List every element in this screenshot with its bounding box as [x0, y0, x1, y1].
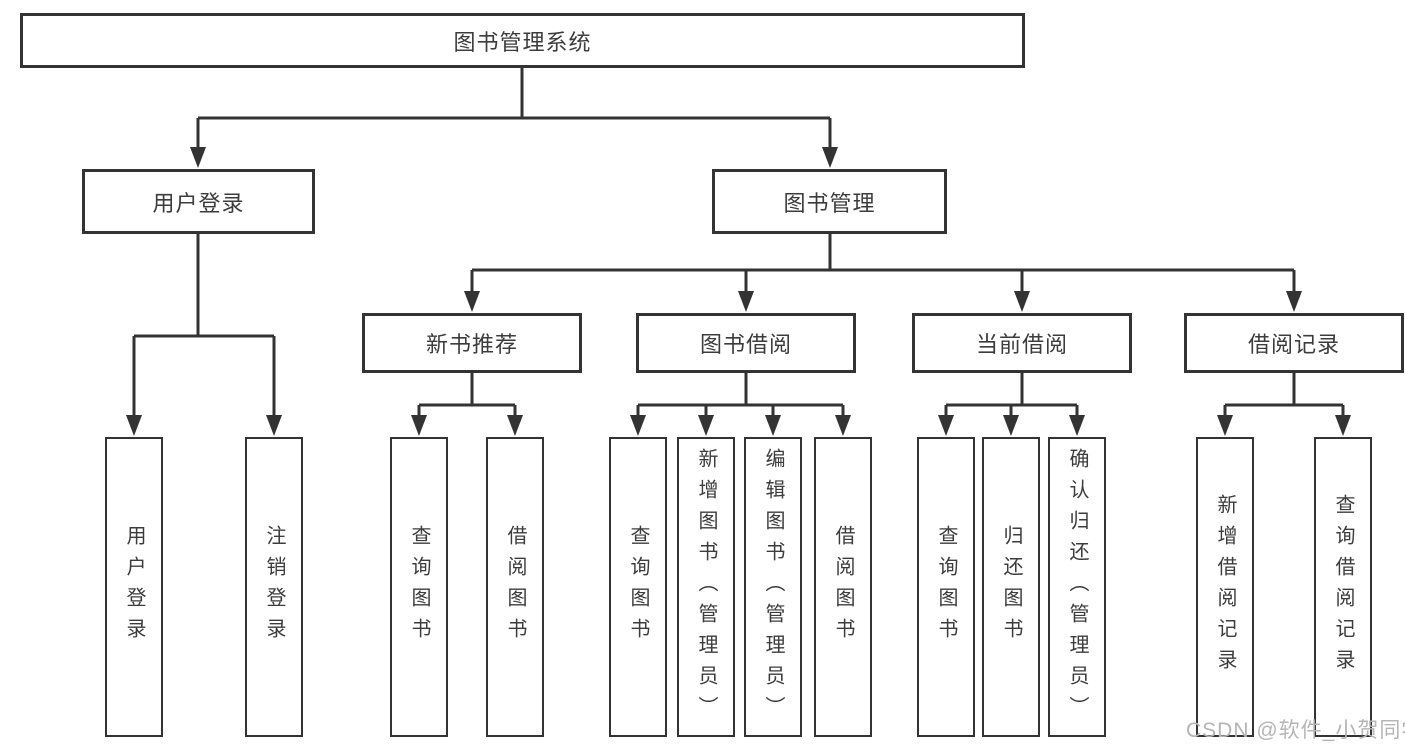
- leaf-label: 查询借阅记录: [1332, 494, 1354, 680]
- node-root-label: 图书管理系统: [453, 29, 592, 55]
- leaf-label: 查询图书: [935, 525, 957, 649]
- leaf-label: 用户登录: [123, 525, 145, 649]
- leaf-label: 确认归还（管理员）: [1066, 447, 1088, 727]
- leaf-query-books-current: 查询图书: [917, 437, 975, 737]
- node-label: 新书推荐: [425, 332, 518, 357]
- node-root-system: 图书管理系统: [20, 13, 1025, 68]
- leaf-return-books: 归还图书: [982, 437, 1040, 737]
- leaf-query-books-recommend: 查询图书: [390, 437, 448, 737]
- leaf-borrow-books-recommend: 借阅图书: [486, 437, 544, 737]
- leaf-label: 编辑图书（管理员）: [762, 447, 784, 727]
- node-new-book-recommend: 新书推荐: [362, 313, 582, 373]
- leaf-label: 借阅图书: [504, 525, 526, 649]
- csdn-watermark: CSDN @软件_小贺同学: [1186, 719, 1405, 742]
- leaf-user-login: 用户登录: [105, 437, 163, 737]
- node-borrow-records: 借阅记录: [1184, 313, 1404, 373]
- node-label: 用户登录: [152, 190, 245, 216]
- leaf-label: 注销登录: [263, 525, 285, 649]
- leaf-borrow-books: 借阅图书: [814, 437, 872, 737]
- node-book-borrow: 图书借阅: [636, 313, 856, 373]
- leaf-label: 归还图书: [1000, 525, 1022, 649]
- leaf-edit-books-admin: 编辑图书（管理员）: [744, 437, 802, 737]
- node-book-management-branch: 图书管理: [712, 169, 947, 234]
- leaf-logout: 注销登录: [245, 437, 303, 737]
- leaf-add-books-admin: 新增图书（管理员）: [677, 437, 735, 737]
- leaf-query-borrow-record: 查询借阅记录: [1314, 437, 1372, 737]
- leaf-label: 借阅图书: [832, 525, 854, 649]
- leaf-label: 新增借阅记录: [1214, 494, 1236, 680]
- node-user-login-branch: 用户登录: [82, 169, 315, 234]
- leaf-query-books-borrow: 查询图书: [609, 437, 667, 737]
- node-current-borrow: 当前借阅: [912, 313, 1132, 373]
- node-label: 图书借阅: [699, 332, 792, 357]
- leaf-label: 查询图书: [627, 525, 649, 649]
- leaf-add-borrow-record: 新增借阅记录: [1196, 437, 1254, 737]
- node-label: 当前借阅: [975, 332, 1068, 357]
- leaf-confirm-return-admin: 确认归还（管理员）: [1048, 437, 1106, 737]
- node-label: 借阅记录: [1247, 332, 1340, 357]
- leaf-label: 新增图书（管理员）: [695, 447, 717, 727]
- node-label: 图书管理: [783, 190, 876, 216]
- arrowhead-icons: [126, 147, 1351, 436]
- leaf-label: 查询图书: [408, 525, 430, 649]
